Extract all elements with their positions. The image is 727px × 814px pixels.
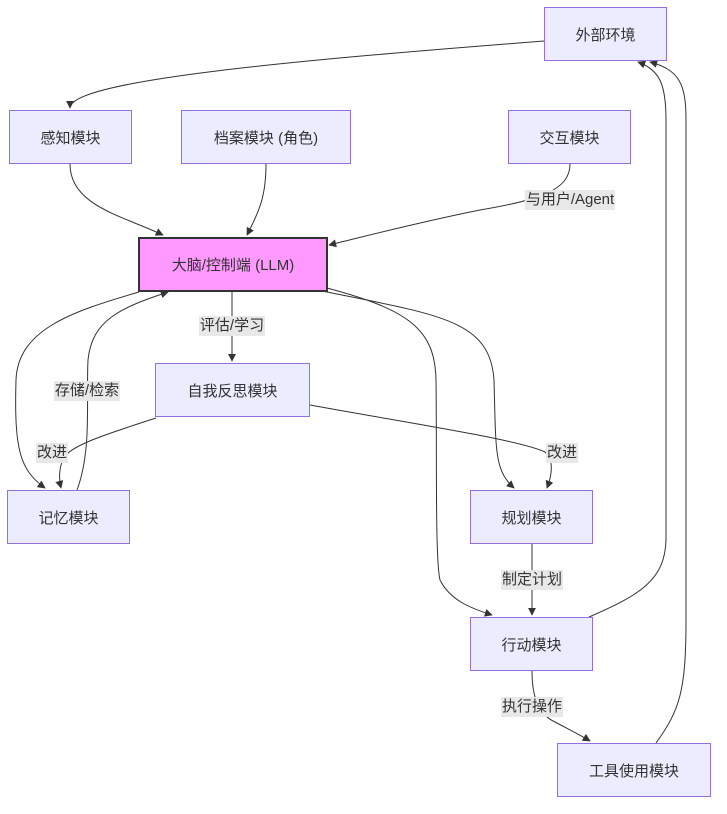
node-external-environment[interactable]: 外部环境	[544, 7, 667, 61]
edge-memory-brain	[76, 290, 169, 491]
node-brain-llm[interactable]: 大脑/控制端 (LLM)	[138, 237, 328, 292]
edge-tools-env	[649, 59, 687, 744]
node-memory-module[interactable]: 记忆模块	[7, 490, 130, 544]
edge-label-evaluate-learn: 评估/学习	[198, 316, 266, 336]
edge-reflection-memory	[55, 417, 157, 489]
node-self-reflection-module[interactable]: 自我反思模块	[155, 363, 310, 417]
edge-label-store-retrieve: 存储/检索	[53, 381, 121, 401]
node-profile-module[interactable]: 档案模块 (角色)	[181, 110, 351, 164]
node-interaction-module[interactable]: 交互模块	[508, 110, 631, 164]
edge-label-user-agent: 与用户/Agent	[524, 190, 616, 210]
edge-action-tools	[531, 670, 591, 742]
edge-brain-planning	[321, 290, 515, 489]
node-tool-use-module[interactable]: 工具使用模块	[557, 743, 711, 797]
edge-env-perception	[66, 40, 545, 109]
edge-label-make-plan: 制定计划	[500, 570, 564, 590]
edge-reflection-planning	[309, 404, 554, 489]
edge-brain-action	[326, 287, 493, 617]
edge-profile-brain	[246, 163, 267, 236]
edge-interaction-brain	[328, 163, 571, 248]
edge-perception-brain	[69, 163, 164, 236]
node-action-module[interactable]: 行动模块	[470, 617, 593, 671]
edge-label-execute: 执行操作	[500, 697, 564, 717]
edge-brain-memory	[15, 291, 140, 489]
node-perception-module[interactable]: 感知模块	[9, 110, 132, 164]
edge-action-env	[588, 60, 667, 618]
edge-label-improve-memory: 改进	[35, 443, 69, 463]
edge-label-improve-planning: 改进	[545, 443, 579, 463]
node-planning-module[interactable]: 规划模块	[470, 490, 593, 544]
